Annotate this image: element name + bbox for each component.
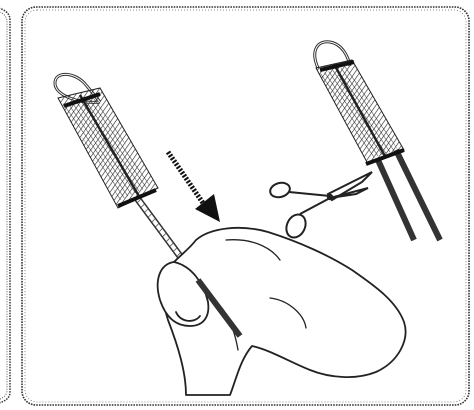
left-panel-edge (0, 6, 10, 405)
